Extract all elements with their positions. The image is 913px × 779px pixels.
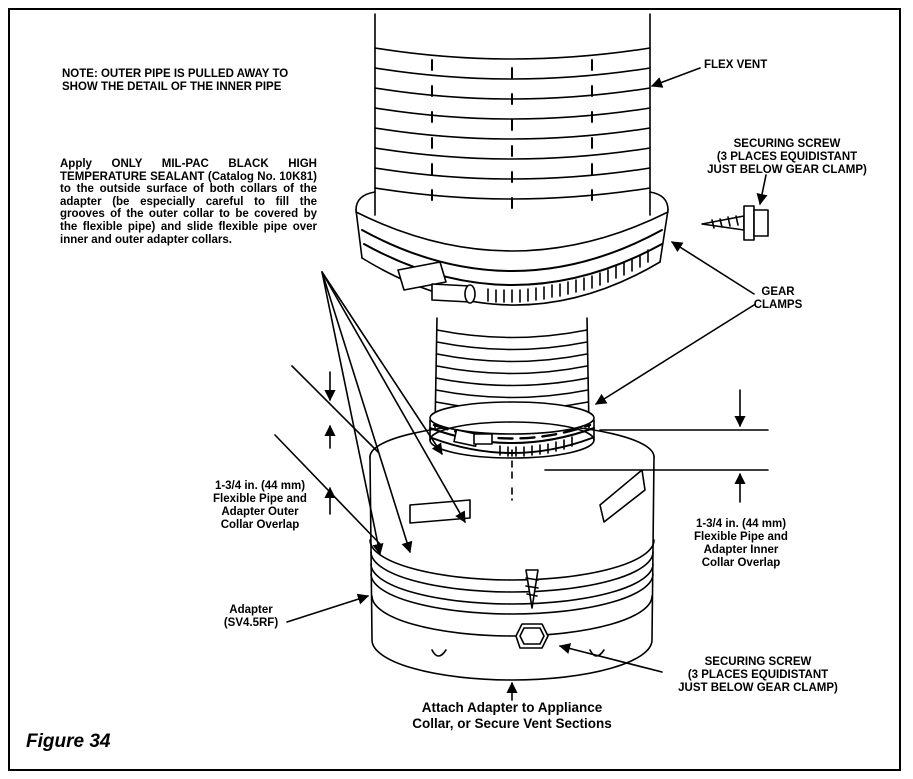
figure-frame <box>8 8 901 771</box>
outer-overlap-dimension <box>274 365 381 545</box>
flex-vent-pipe <box>355 13 669 306</box>
inner-overlap-label: 1-3/4 in. (44 mm) Flexible Pipe and Adap… <box>694 518 788 569</box>
sealant-instructions: Apply ONLY MIL-PAC BLACK HIGH TEMPERATUR… <box>60 158 317 246</box>
inner-pipe <box>429 317 595 501</box>
securing-screw-top-label: SECURING SCREW (3 PLACES EQUIDISTANT JUS… <box>707 138 867 176</box>
outer-overlap-label: 1-3/4 in. (44 mm) Flexible Pipe and Adap… <box>213 480 307 531</box>
flex-vent-label: FLEX VENT <box>704 59 768 71</box>
securing-screw-bottom-icon <box>515 569 549 649</box>
inner-overlap-dimension <box>544 389 769 503</box>
leader-lines <box>286 67 768 701</box>
note-label: NOTE: OUTER PIPE IS PULLED AWAY TO SHOW … <box>62 68 289 93</box>
securing-screw-top-icon <box>701 205 769 241</box>
securing-screw-bottom-label: SECURING SCREW (3 PLACES EQUIDISTANT JUS… <box>678 656 838 694</box>
figure-caption: Figure 34 <box>26 731 111 752</box>
attach-adapter-label: Attach Adapter to Appliance Collar, or S… <box>412 700 612 731</box>
gear-clamps-label: GEAR CLAMPS <box>753 286 803 311</box>
adapter-label: Adapter (SV4.5RF) <box>223 604 279 629</box>
